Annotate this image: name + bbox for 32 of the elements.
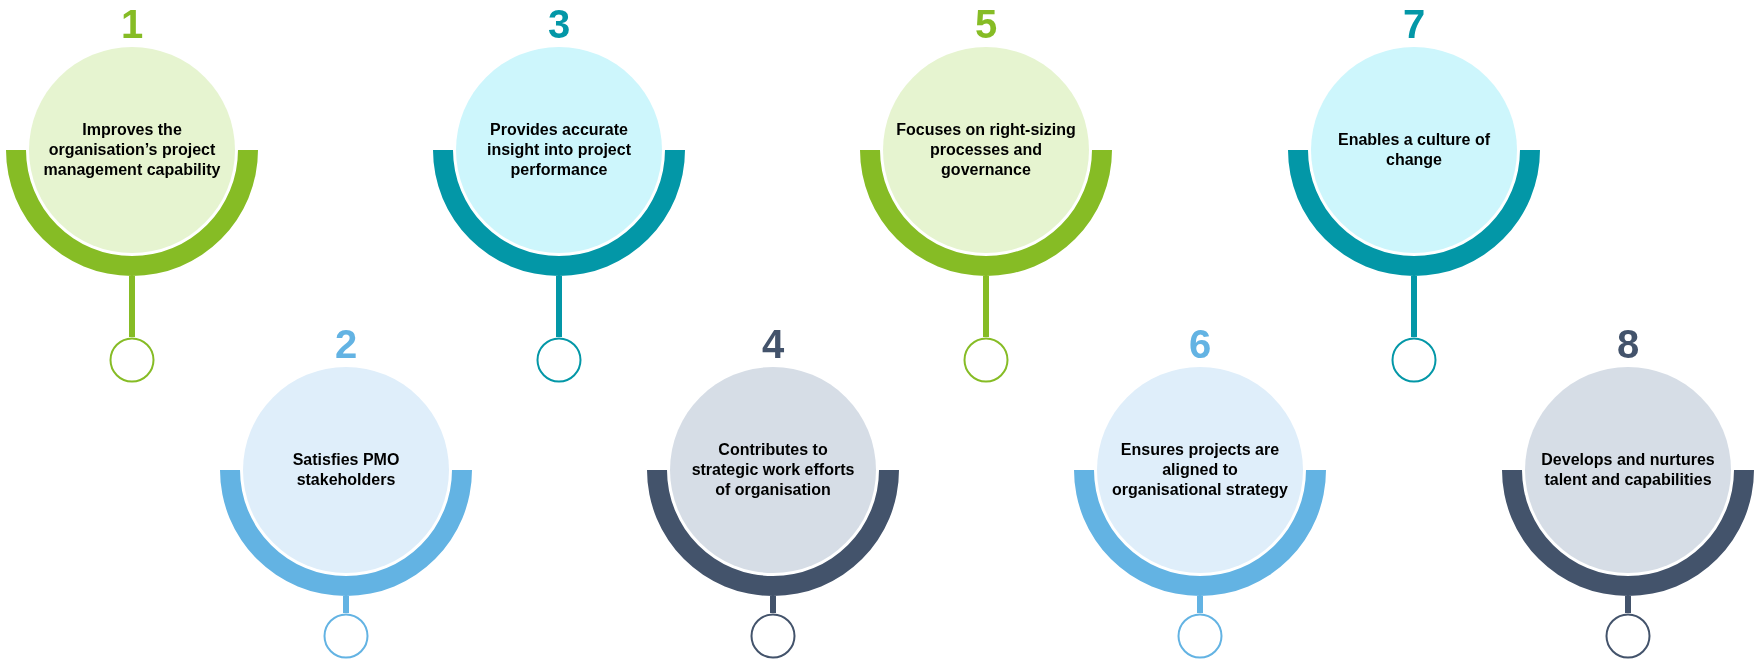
step-description: Ensures projects are aligned to organisational strategy bbox=[1110, 440, 1289, 500]
connector-circle bbox=[536, 337, 582, 383]
connector-circle bbox=[1177, 613, 1223, 659]
step-description: Focuses on right-sizing processes and governance bbox=[896, 120, 1076, 180]
step-description: Develops and nurtures talent and capabilities bbox=[1540, 450, 1716, 490]
connector-line bbox=[556, 276, 562, 337]
connector-circle bbox=[1391, 337, 1437, 383]
step-number: 1 bbox=[119, 1, 145, 47]
connector-circle bbox=[963, 337, 1009, 383]
connector-circle bbox=[750, 613, 796, 659]
connector-line bbox=[770, 596, 776, 613]
step-description: Contributes to strategic work efforts of organisation bbox=[690, 440, 856, 500]
connector-line bbox=[983, 276, 989, 337]
step-number: 8 bbox=[1615, 321, 1641, 367]
connector-circle bbox=[323, 613, 369, 659]
connector-line bbox=[1625, 596, 1631, 613]
connector-circle bbox=[1605, 613, 1651, 659]
step-description: Enables a culture of change bbox=[1336, 130, 1491, 170]
step-number: 2 bbox=[333, 321, 359, 367]
step-number: 7 bbox=[1401, 1, 1427, 47]
step-number: 3 bbox=[546, 1, 572, 47]
step-description: Improves the organisation’s project management capability bbox=[42, 120, 222, 180]
step-number: 4 bbox=[760, 321, 786, 367]
connector-circle bbox=[109, 337, 155, 383]
step-number: 6 bbox=[1187, 321, 1213, 367]
step-number: 5 bbox=[973, 1, 999, 47]
connector-line bbox=[1411, 276, 1417, 337]
connector-line bbox=[343, 596, 349, 613]
connector-line bbox=[129, 276, 135, 337]
step-description: Provides accurate insight into project performance bbox=[486, 120, 632, 180]
connector-line bbox=[1197, 596, 1203, 613]
step-description: Satisfies PMO stakeholders bbox=[291, 450, 401, 490]
